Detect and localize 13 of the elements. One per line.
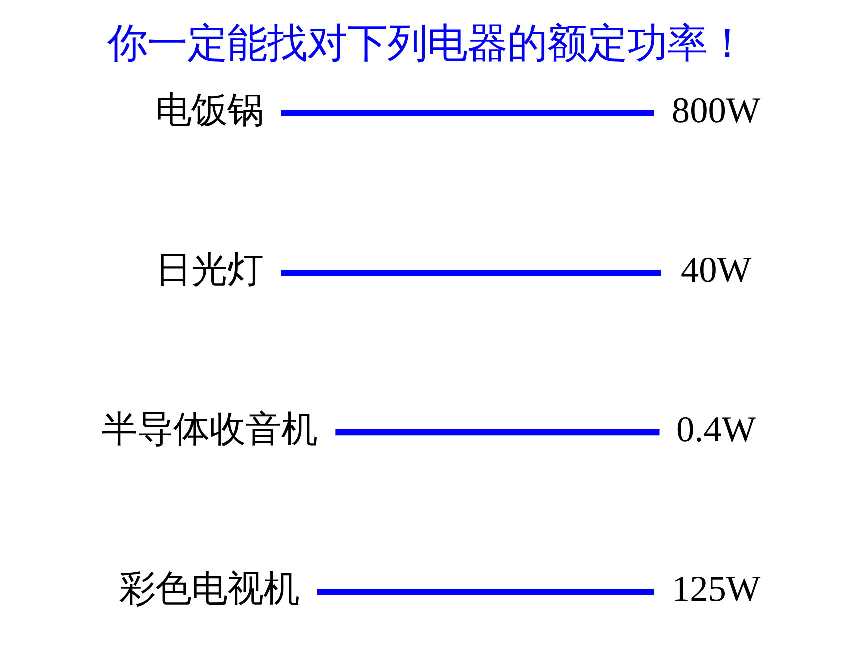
node-text: 半导体收音机: [100, 409, 317, 450]
node-text: 日光灯: [154, 250, 263, 290]
connector: [280, 270, 661, 276]
node-text: 800W: [671, 90, 760, 130]
connector: [335, 430, 660, 436]
node-text: 125W: [671, 569, 760, 610]
node-text: 彩色电视机: [118, 569, 299, 610]
node-text: 0.4W: [676, 409, 756, 450]
node-text: 电饭锅: [154, 90, 263, 130]
diagram-title: 你一定能找对下列电器的额定功率！: [106, 20, 747, 66]
node-text: 40W: [680, 250, 752, 290]
connector: [280, 110, 654, 116]
connector: [316, 589, 654, 596]
